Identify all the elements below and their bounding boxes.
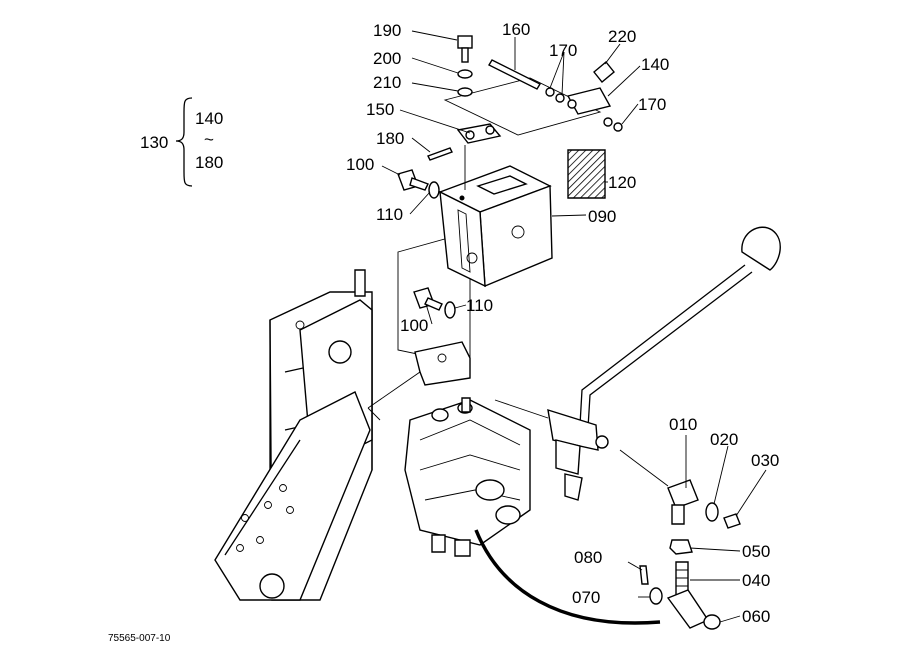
- callout-220: 220: [608, 27, 636, 46]
- bolt-100-upper: [397, 169, 429, 191]
- callout-120: 120: [608, 173, 636, 192]
- clevis-pin-060: [666, 589, 721, 630]
- callout-170-right: 170: [638, 95, 666, 114]
- callout-050: 050: [742, 542, 770, 561]
- nut-170e: [613, 122, 623, 132]
- drawing-number: 75565-007-10: [108, 633, 171, 644]
- callout-150: 150: [366, 100, 394, 119]
- callout-200: 200: [373, 49, 401, 68]
- hinge-assembly: [427, 77, 612, 190]
- callout-190: 190: [373, 21, 401, 40]
- hose: [474, 529, 661, 625]
- callout-110-lower: 110: [466, 296, 493, 315]
- callout-090: 090: [588, 207, 616, 226]
- callout-080: 080: [574, 548, 602, 567]
- ball-joint-010: [667, 479, 699, 525]
- callout-140: 140: [641, 55, 669, 74]
- nut-050: [669, 539, 693, 555]
- washer-070: [649, 587, 663, 605]
- callout-210: 210: [373, 73, 401, 92]
- nut-170a: [545, 87, 555, 97]
- control-valve: [404, 397, 531, 557]
- nut-200: [457, 69, 473, 79]
- lever-guide-090: [438, 165, 553, 288]
- callout-110-upper: 110: [376, 205, 403, 224]
- bolt-100-lower: [413, 287, 443, 311]
- nut-170d: [603, 117, 613, 127]
- bolt-190: [457, 35, 473, 63]
- nut-170b: [555, 93, 565, 103]
- callout-170-top: 170: [549, 41, 577, 60]
- washer-210: [457, 87, 473, 97]
- washer-110-lower: [444, 301, 456, 319]
- leader-lines: [381, 30, 767, 623]
- group-range-bottom: 180: [195, 153, 223, 172]
- callout-040: 040: [742, 571, 770, 590]
- rod-160: [488, 59, 541, 90]
- loader-frame: [214, 269, 373, 601]
- sleeve-220: [593, 61, 615, 83]
- control-lever: [494, 226, 781, 501]
- decal-120: [567, 149, 606, 199]
- callout-010: 010: [669, 415, 697, 434]
- callout-180: 180: [376, 129, 404, 148]
- callout-060: 060: [742, 607, 770, 626]
- washer-110-upper: [428, 181, 440, 199]
- pin-080: [639, 565, 649, 585]
- group-range-separator: ~: [204, 130, 214, 149]
- callout-labels: 190 160 170 220 200 140 210 170 150 180 …: [108, 20, 779, 644]
- callout-030: 030: [751, 451, 779, 470]
- callout-100-lower: 100: [400, 316, 428, 335]
- callout-160: 160: [502, 20, 530, 39]
- group-label-130: 130: [140, 133, 168, 152]
- group-range-top: 140: [195, 109, 223, 128]
- nut-030: [723, 513, 741, 529]
- nut-170c: [567, 99, 577, 109]
- group-bracket: [175, 97, 193, 187]
- callout-070: 070: [572, 588, 600, 607]
- callout-100-upper: 100: [346, 155, 374, 174]
- washer-020: [705, 502, 719, 522]
- callout-020: 020: [710, 430, 738, 449]
